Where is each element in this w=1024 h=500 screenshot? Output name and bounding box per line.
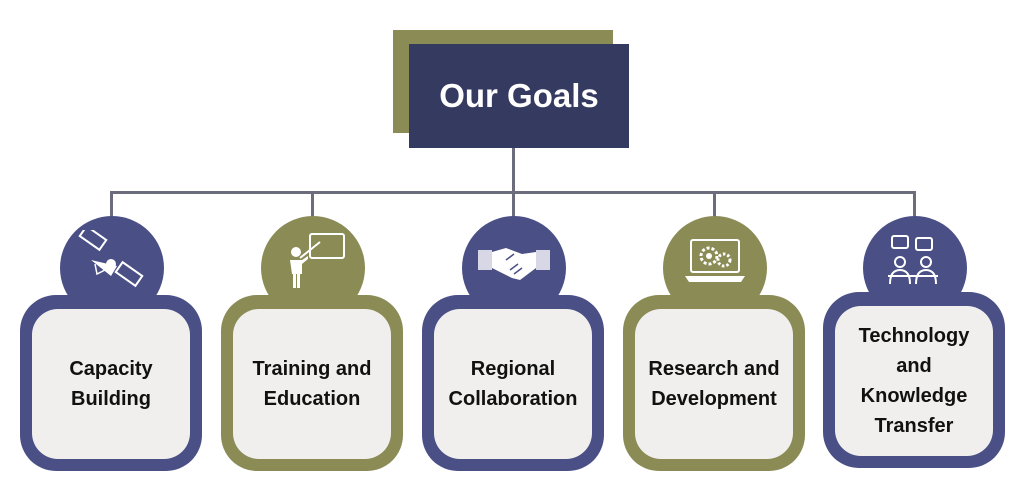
connector-drop-5 [913, 191, 916, 223]
connector-drop-2 [311, 191, 314, 223]
title-text: Our Goals [439, 77, 599, 114]
connector-drop-3 [512, 191, 515, 223]
satellite-icon [78, 230, 144, 288]
connector-drop-1 [110, 191, 113, 223]
goal-card-1: Capacity Building [20, 295, 202, 471]
page-title: Our Goals [409, 44, 629, 148]
teacher-icon [290, 233, 345, 288]
goal-card-5: Technology and Knowledge Transfer [823, 292, 1005, 468]
goal-label: Training and Education [233, 309, 391, 459]
goal-label: Research and Development [635, 309, 793, 459]
goal-card-4: Research and Development [623, 295, 805, 471]
connector-trunk [512, 148, 515, 193]
people-chat-icon [888, 235, 938, 285]
connector-drop-4 [713, 191, 716, 223]
goal-card-3: Regional Collaboration [422, 295, 604, 471]
handshake-icon [478, 248, 550, 280]
goal-label: Regional Collaboration [434, 309, 592, 459]
goal-label: Technology and Knowledge Transfer [835, 306, 993, 456]
laptop-gears-icon [685, 239, 745, 282]
goal-label: Capacity Building [32, 309, 190, 459]
goal-card-2: Training and Education [221, 295, 403, 471]
